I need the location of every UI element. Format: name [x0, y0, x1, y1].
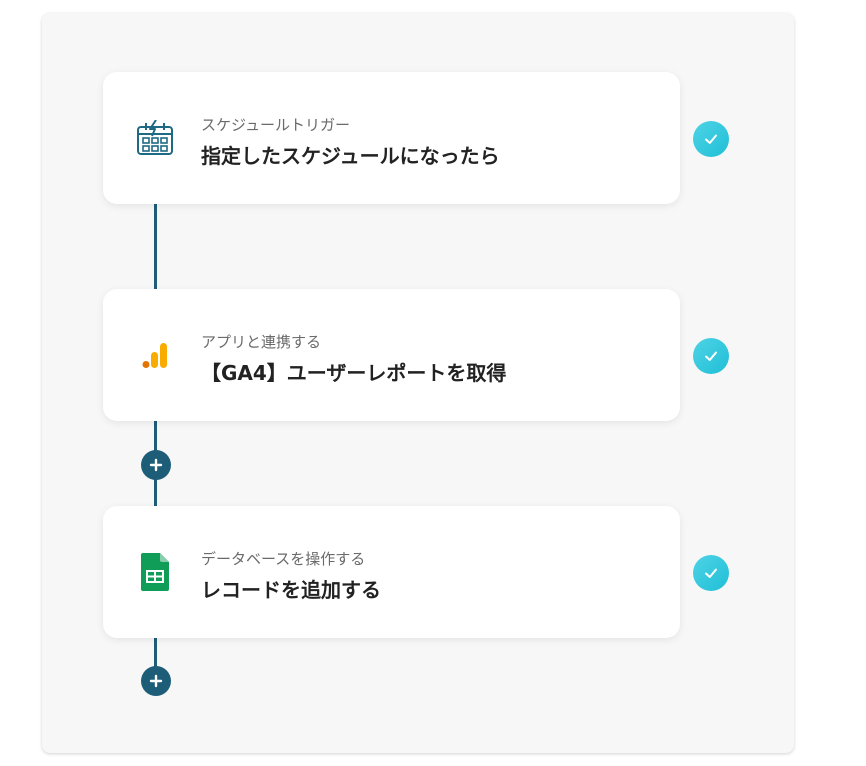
- plus-icon: [149, 458, 163, 472]
- plus-icon: [149, 674, 163, 688]
- connector-line: [154, 204, 157, 290]
- google-sheets-icon: [133, 552, 177, 592]
- check-icon: [693, 121, 729, 157]
- google-analytics-icon: [133, 335, 177, 375]
- step-title: 指定したスケジュールになったら: [201, 144, 500, 168]
- step-title: レコードを追加する: [201, 578, 381, 602]
- step-subtitle: データベースを操作する: [201, 550, 366, 568]
- step-subtitle: スケジュールトリガー: [201, 116, 350, 134]
- flow-step-card[interactable]: スケジュールトリガー 指定したスケジュールになったら: [103, 72, 680, 204]
- connector-line: [154, 638, 157, 680]
- add-step-button[interactable]: [141, 666, 171, 696]
- check-icon: [693, 338, 729, 374]
- flow-step-card[interactable]: データベースを操作する レコードを追加する: [103, 506, 680, 638]
- flow-step-card[interactable]: アプリと連携する 【GA4】ユーザーレポートを取得: [103, 289, 680, 421]
- step-subtitle: アプリと連携する: [201, 333, 322, 351]
- add-step-button[interactable]: [141, 450, 171, 480]
- schedule-calendar-icon: [133, 118, 177, 158]
- step-title: 【GA4】ユーザーレポートを取得: [201, 361, 507, 385]
- check-icon: [693, 555, 729, 591]
